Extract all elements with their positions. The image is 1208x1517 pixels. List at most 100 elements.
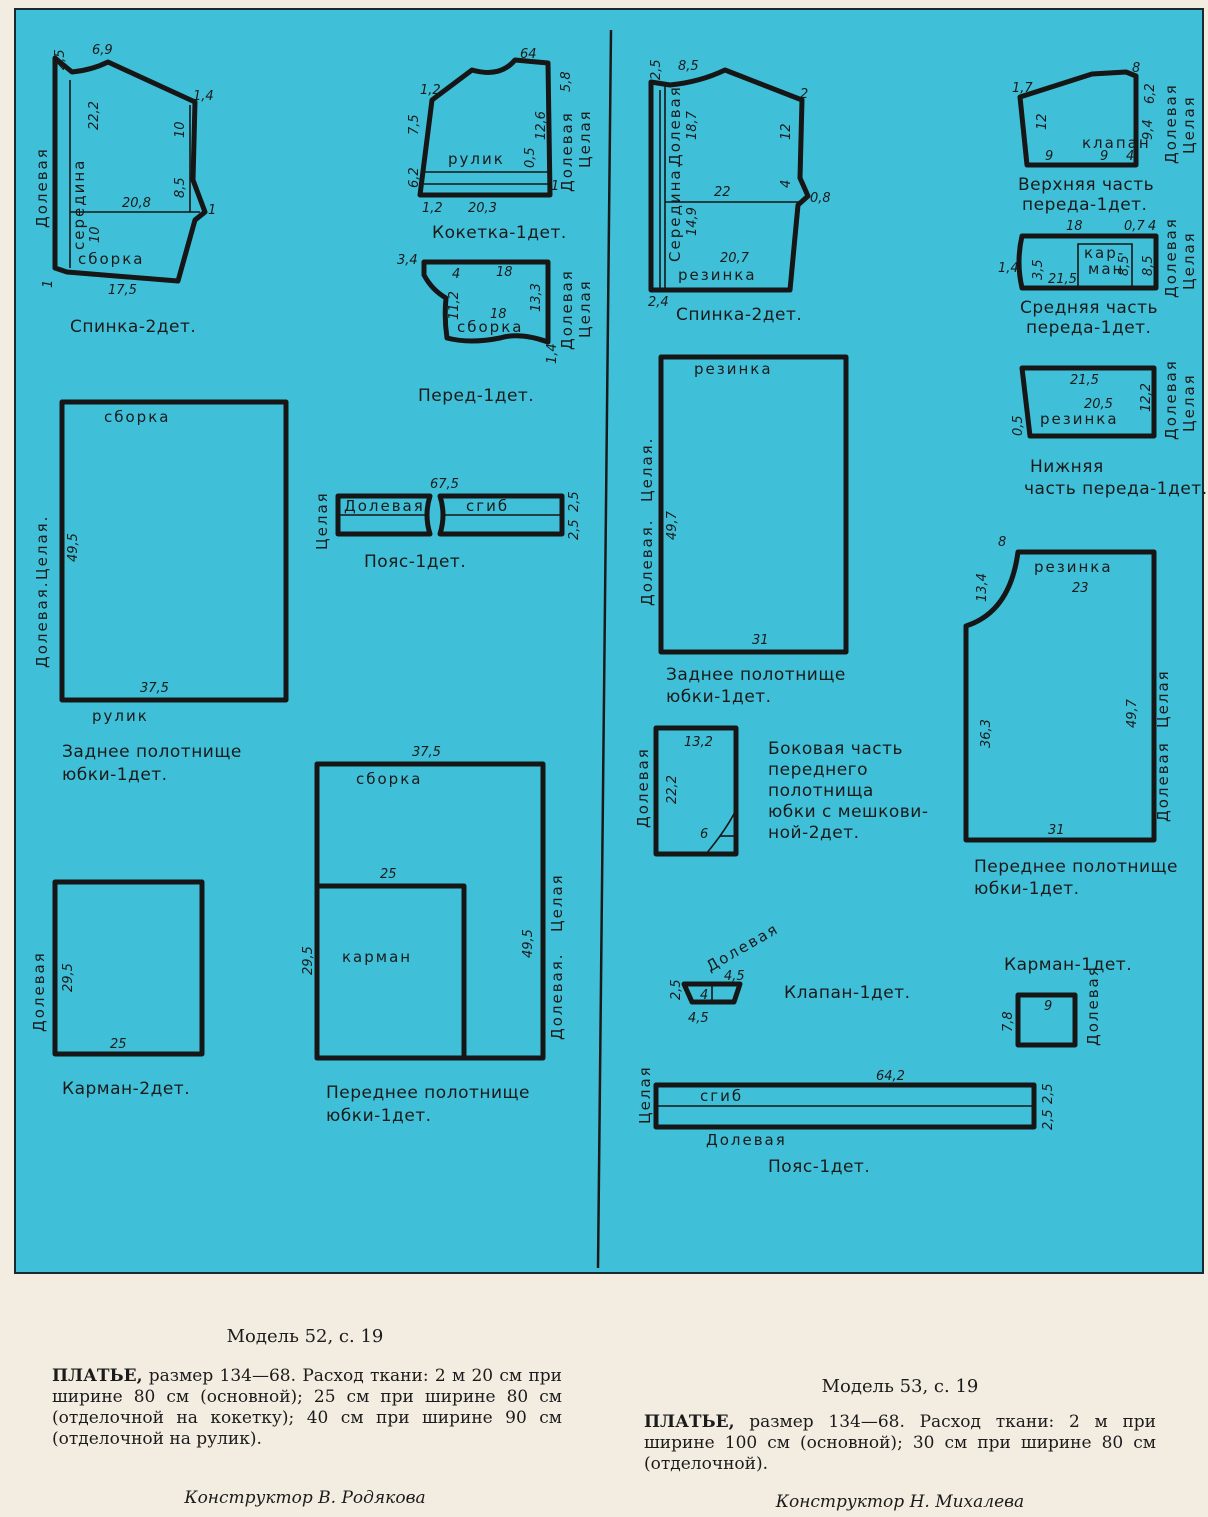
m53-front-skirt-m2: 13,4: [975, 573, 990, 602]
m53-middle-m4: 1,4: [998, 261, 1019, 276]
m52-back-skirt-width: 37,5: [140, 681, 169, 696]
m53-flap-m2: 4,5: [724, 969, 745, 984]
center-divider: [596, 29, 613, 1269]
m52-belt-length: 67,5: [430, 477, 459, 492]
model53-designer: Конструктор Н. Михалева: [775, 1492, 1025, 1512]
m53-belt-length: 64,2: [876, 1069, 905, 1084]
m52-front-m2: 4: [452, 267, 460, 282]
pattern-drawing: 2,5 6,9 1,4 22,2 10 20,8 8,5 1 10 1 17,5…: [30, 29, 1208, 1269]
m53-upper-label1: Верхняя часть: [1018, 175, 1154, 195]
m52-back-center: середина: [70, 159, 88, 250]
m53-back-skirt: резинка Долевая. Целая. 49,7 31 Заднее п…: [638, 354, 849, 707]
m53-side-l5: ной-2дет.: [768, 823, 860, 843]
m53-lower-elastic: резинка: [1040, 410, 1119, 428]
model52-title: Модель 52, с. 19: [226, 1326, 384, 1347]
m53-back-grain: Долевая: [666, 85, 684, 166]
m53-front-skirt: 8 13,4 резинка 23 36,3 49,7 31 Долевая Ц…: [963, 535, 1178, 899]
m53-pocket-m1: 9: [1044, 999, 1052, 1014]
m52-back-skirt-height: 49,5: [66, 533, 81, 562]
m53-back-m7: 4: [779, 180, 794, 188]
m53-lower-m2: 20,5: [1084, 397, 1113, 412]
model52-designer: Конструктор В. Родякова: [184, 1488, 426, 1508]
m52-back-m3: 1,4: [193, 89, 214, 104]
m52-belt-m2: 2,5: [567, 519, 582, 540]
m53-middle-m3: 4: [1148, 219, 1156, 234]
m52-front-m4: 11,2: [447, 291, 462, 320]
m53-front-skirt-grain: Долевая: [1154, 741, 1172, 822]
m53-pocket-label: Карман-1дет.: [1004, 955, 1132, 975]
m53-upper-m7: 9: [1100, 149, 1108, 164]
m52-yoke-m1: 1,2: [420, 83, 441, 98]
m53-front-skirt-whole: Целая: [1154, 669, 1172, 728]
m53-belt-fold: сгиб: [700, 1087, 743, 1105]
m53-upper-m4: 9,4: [1141, 119, 1156, 140]
m52-belt-label: Пояс-1дет.: [364, 552, 466, 572]
m52-back-m5: 10: [173, 121, 188, 138]
m53-lower-label2: часть переда-1дет.: [1024, 479, 1208, 499]
m52-back-m7: 8,5: [173, 177, 188, 198]
m53-front-skirt-m5: 49,7: [1125, 698, 1140, 728]
m52-belt: 67,5 Долевая сгиб Целая 2,5 2,5 Пояс-1де…: [313, 477, 582, 572]
m53-lower-m3: 12,2: [1139, 383, 1154, 412]
m53-front-skirt-m6: 31: [1048, 823, 1065, 838]
m53-middle-m1: 18: [1066, 219, 1083, 234]
m53-side-l2: переднего: [768, 760, 868, 780]
m53-flap-m3: 4: [700, 988, 708, 1003]
m53-back-skirt-grain2: Целая.: [638, 437, 656, 502]
m52-back-grain: Долевая: [33, 147, 51, 228]
m53-upper-label2: переда-1дет.: [1022, 195, 1147, 215]
m52-front-skirt-pocket: карман: [342, 948, 412, 966]
m53-middle-grain: Долевая: [1162, 217, 1180, 298]
m53-upper-front: 1,7 8 6,2 9,4 12 клапан 9 9 4 Долевая Це…: [1012, 61, 1198, 215]
m52-yoke-m9: 1,2: [422, 201, 443, 216]
m53-pocket-m2: 7,8: [1001, 1011, 1016, 1032]
m53-middle-m6: 21,5: [1048, 272, 1077, 287]
m53-middle-pocket1: кар-: [1084, 244, 1125, 262]
m52-pocket-label: Карман-2дет.: [62, 1079, 190, 1099]
m52-belt-fold: сгиб: [466, 497, 509, 515]
m52-front-skirt-label1: Переднее полотнище: [326, 1083, 530, 1103]
m53-flap-m4: 4,5: [688, 1011, 709, 1026]
m53-upper-grain: Долевая: [1162, 83, 1180, 164]
m52-back-m1: 2,5: [53, 49, 68, 70]
model52-description: ПЛАТЬЕ, размер 134—68. Расход ткани: 2 м…: [52, 1366, 562, 1450]
m52-front-m3: 18: [496, 265, 513, 280]
m53-pocket: 9 7,8 Долевая Карман-1дет.: [1001, 955, 1132, 1048]
m53-lower-m4: 0,5: [1011, 415, 1026, 436]
m52-belt-m1: 2,5: [567, 491, 582, 512]
m53-back-skirt-label1: Заднее полотнище: [666, 665, 846, 685]
m52-yoke-m3: 5,8: [559, 71, 574, 92]
m53-upper-m6: 9: [1045, 149, 1053, 164]
m53-side-l1: Боковая часть: [768, 739, 903, 759]
m52-back-m6: 20,8: [122, 196, 151, 211]
m52-yoke-m6: 0,5: [523, 147, 538, 168]
m53-flap-grain: Долевая: [703, 919, 782, 975]
m52-pocket-height: 29,5: [61, 963, 76, 992]
m52-front-skirt: 37,5 сборка 25 карман 29,5 49,5 Долевая.…: [301, 745, 566, 1126]
m52-yoke-m10: 20,3: [468, 201, 497, 216]
m53-back-m5: 12: [779, 123, 794, 140]
m53-back-skirt-elastic: резинка: [694, 360, 773, 378]
m53-back-elastic: резинка: [678, 266, 757, 284]
m52-back-skirt-grain1: Долевая.: [33, 580, 51, 668]
m53-back-m6: 22: [714, 185, 731, 200]
m53-side-m2: 22,2: [665, 775, 680, 804]
model53-title: Модель 53, с. 19: [821, 1376, 979, 1397]
m52-front-whole: Целая: [576, 279, 594, 338]
m53-middle-m2: 0,7: [1124, 219, 1145, 234]
m52-pocket: Долевая 29,5 25 Карман-2дет.: [30, 879, 205, 1099]
m53-flap-m1: 2,5: [669, 979, 684, 1000]
m53-side-part: 13,2 22,2 6 Долевая Боковая часть передн…: [634, 725, 928, 857]
m53-lower-m1: 21,5: [1070, 373, 1099, 388]
m53-back-center: Середина.: [666, 162, 684, 262]
m53-side-l3: полотнища: [768, 781, 874, 801]
m53-back-m4: 18,7: [685, 110, 700, 140]
m52-front-m6: 13,3: [529, 283, 544, 312]
m52-front-skirt-grain1: Долевая.: [548, 952, 566, 1040]
m52-back-skirt-label1: Заднее полотнище: [62, 742, 242, 762]
m53-back-m9: 14,9: [685, 207, 700, 236]
m52-pocket-grain: Долевая: [30, 951, 48, 1032]
m52-back-m8: 1: [208, 203, 216, 218]
m52-front-skirt-height: 49,5: [521, 929, 536, 958]
m53-back-skirt-width: 31: [752, 633, 769, 648]
